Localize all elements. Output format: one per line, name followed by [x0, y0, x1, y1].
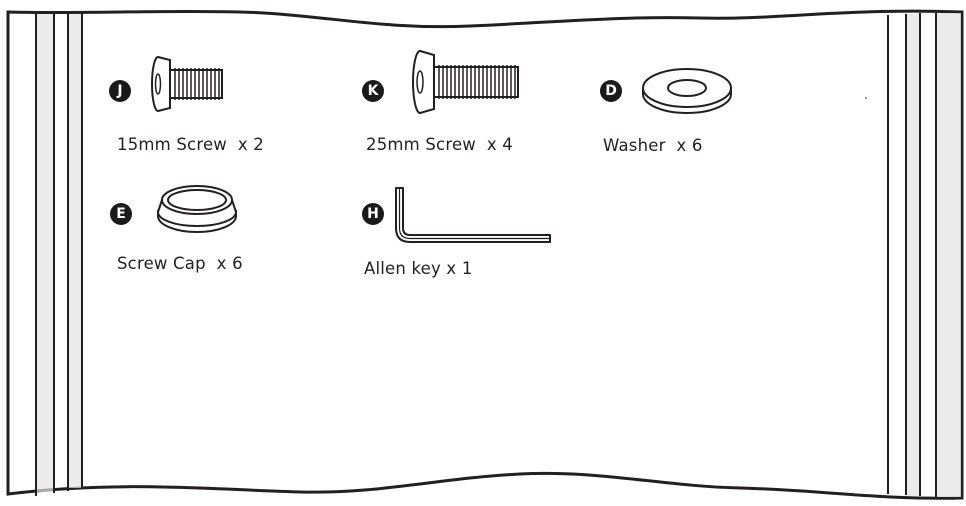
part-letter-k: K — [362, 80, 384, 102]
part-label-h: Allen key x 1 — [364, 259, 473, 278]
short-screw-icon — [151, 56, 223, 112]
bag-outline — [6, 9, 964, 500]
part-letter-e: E — [110, 203, 132, 225]
left-seal — [35, 13, 83, 496]
right-seal — [887, 13, 937, 497]
screw-cap-icon — [156, 185, 238, 233]
part-letter-j: J — [109, 80, 131, 102]
allen-key-icon — [395, 187, 551, 243]
part-label-k: 25mm Screw x 4 — [366, 135, 513, 154]
part-letter-h: H — [362, 203, 384, 225]
long-screw-icon — [412, 50, 519, 114]
part-label-e: Screw Cap x 6 — [117, 254, 243, 273]
part-letter-d: D — [600, 80, 622, 102]
washer-icon — [642, 68, 732, 114]
part-label-j: 15mm Screw x 2 — [117, 135, 264, 154]
part-label-d: Washer x 6 — [603, 136, 703, 155]
